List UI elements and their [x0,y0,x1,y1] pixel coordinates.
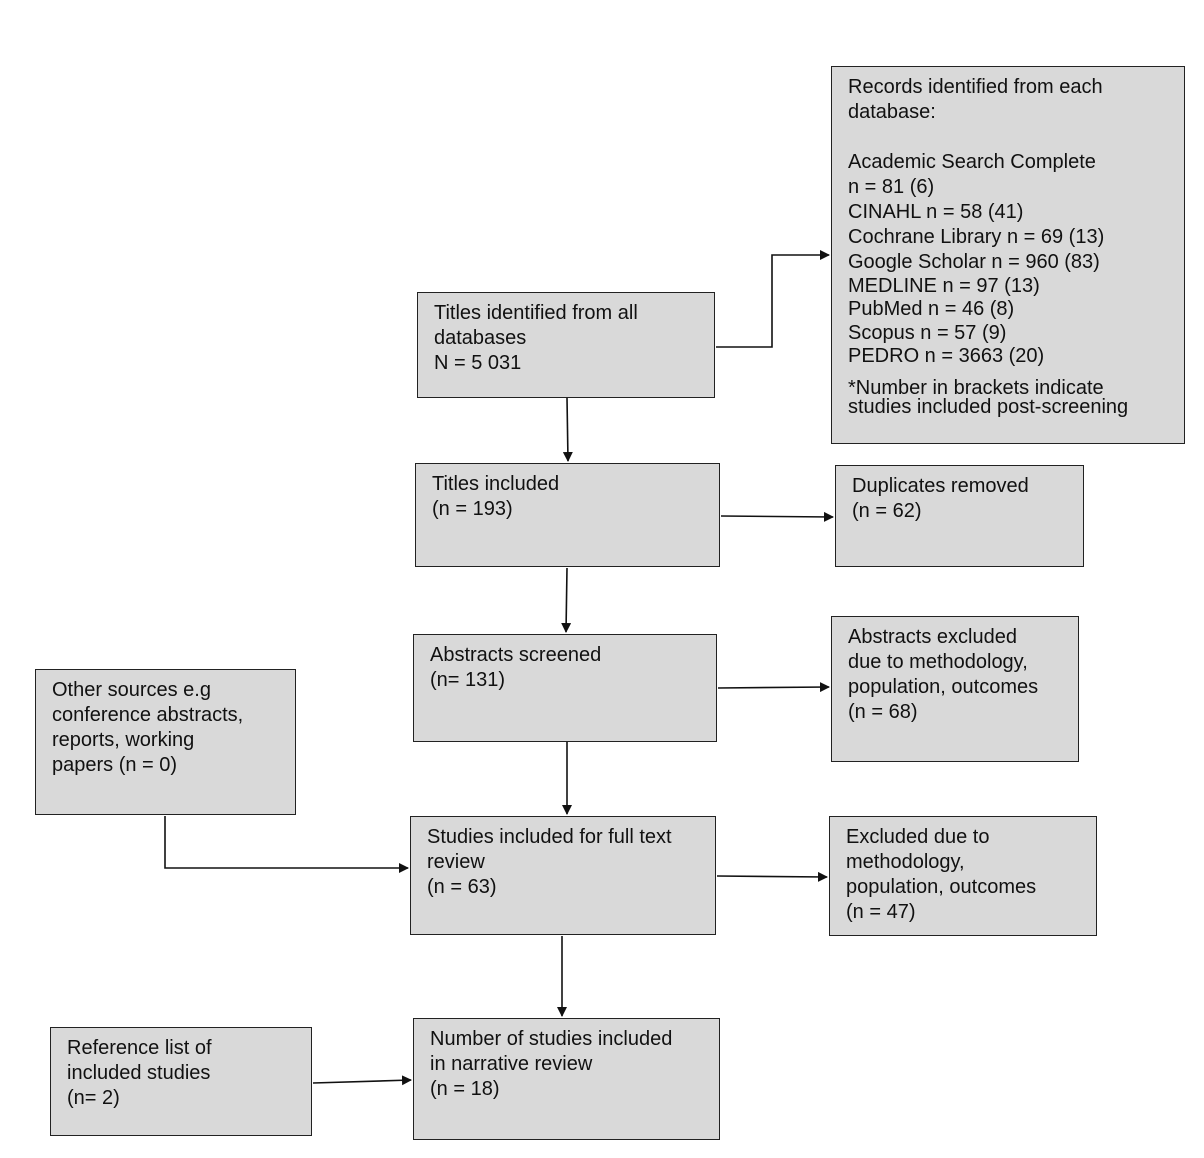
titles-identified-box: Titles identified from all databases N =… [417,292,715,398]
duplicates-removed-box: Duplicates removed (n = 62) [835,465,1084,567]
database-medline: MEDLINE n = 97 (13) [848,275,1040,297]
arrow-fulltext-to-excluded [716,871,828,882]
narrative-review-count: (n = 18) [430,1078,500,1100]
records-heading-line-1: Records identified from each [848,76,1103,98]
narrative-review-line-1: Number of studies included [430,1028,673,1050]
database-scopus: Scopus n = 57 (9) [848,322,1007,344]
abstracts-screened-label: Abstracts screened [430,644,602,666]
other-sources-line-3: reports, working [52,729,195,751]
abstracts-excluded-count: (n = 68) [848,701,918,723]
fulltext-excluded-count: (n = 47) [846,901,916,923]
arrow-abstracts-to-excluded [717,682,830,693]
abstracts-excluded-line-3: population, outcomes [848,676,1039,698]
other-sources-line-2: conference abstracts, [52,704,244,726]
database-pubmed: PubMed n = 46 (8) [848,298,1015,320]
titles-identified-count: N = 5 031 [434,352,522,374]
fulltext-excluded-line-2: methodology, [846,851,965,873]
abstracts-excluded-box: Abstracts excluded due to methodology, p… [831,616,1079,762]
narrative-review-box: Number of studies included in narrative … [413,1018,720,1140]
records-note-line-1: *Number in brackets indicate [848,377,1104,399]
records-heading-line-2: database: [848,101,936,123]
fulltext-excluded-line-3: population, outcomes [846,876,1037,898]
arrow-reference-to-narrative [312,1075,412,1086]
reference-list-line-2: included studies [67,1062,211,1084]
database-academic-search-count: n = 81 (6) [848,176,935,198]
fulltext-excluded-line-1: Excluded due to [846,826,990,848]
titles-included-label: Titles included [432,473,560,495]
records-by-database-box: Records identified from each database: A… [831,66,1185,444]
reference-list-count: (n= 2) [67,1087,120,1109]
titles-identified-line-2: databases [434,327,527,349]
arrow-included-to-duplicates [720,511,834,522]
arrow-included-to-abstracts [561,567,572,633]
duplicates-removed-label: Duplicates removed [852,475,1029,497]
abstracts-screened-box: Abstracts screened (n= 131) [413,634,717,742]
fulltext-excluded-box: Excluded due to methodology, population,… [829,816,1097,936]
other-sources-box: Other sources e.g conference abstracts, … [35,669,296,815]
other-sources-line-1: Other sources e.g [52,679,211,701]
full-text-review-count: (n = 63) [427,876,497,898]
records-note-line-2: studies included post-screening [848,396,1129,418]
reference-list-box: Reference list of included studies (n= 2… [50,1027,312,1136]
titles-included-box: Titles included (n = 193) [415,463,720,567]
full-text-review-line-2: review [427,851,485,873]
arrow-identified-to-included [562,397,573,462]
database-cinahl: CINAHL n = 58 (41) [848,201,1024,223]
duplicates-removed-count: (n = 62) [852,500,922,522]
abstracts-screened-count: (n= 131) [430,669,506,691]
database-pedro: PEDRO n = 3663 (20) [848,345,1045,367]
reference-list-line-1: Reference list of [67,1037,212,1059]
full-text-review-line-1: Studies included for full text [427,826,672,848]
abstracts-excluded-line-2: due to methodology, [848,651,1028,673]
titles-included-count: (n = 193) [432,498,513,520]
arrow-other-sources-to-fulltext [164,816,409,873]
database-google-scholar: Google Scholar n = 960 (83) [848,251,1100,273]
full-text-review-box: Studies included for full text review (n… [410,816,716,935]
database-academic-search-name: Academic Search Complete [848,151,1096,173]
titles-identified-line-1: Titles identified from all [434,302,638,324]
arrow-identified-to-records [716,250,830,348]
narrative-review-line-2: in narrative review [430,1053,593,1075]
abstracts-excluded-line-1: Abstracts excluded [848,626,1017,648]
other-sources-count: papers (n = 0) [52,754,178,776]
database-cochrane: Cochrane Library n = 69 (13) [848,226,1105,248]
